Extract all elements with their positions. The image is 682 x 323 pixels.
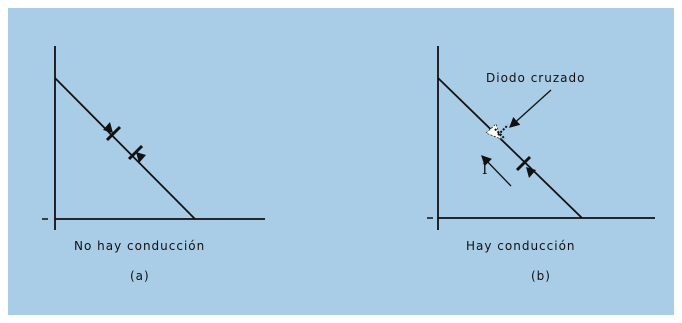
- crossed-diode: [485, 123, 509, 140]
- current-arrow: [481, 155, 512, 187]
- sublabel-b: (b): [531, 269, 551, 283]
- diode-down-a: [103, 122, 122, 142]
- sublabel-a: (a): [130, 269, 150, 283]
- annotation-label: Diodo cruzado: [486, 71, 586, 85]
- diode-up-a: [127, 144, 146, 163]
- load-line-b: [437, 77, 583, 219]
- current-label: I: [482, 162, 489, 178]
- diode-up-b: [515, 155, 536, 178]
- pointer-arrow: [509, 89, 552, 128]
- load-line-a: [54, 77, 196, 220]
- diagram-b: [427, 46, 655, 230]
- caption-a: No hay conducción: [74, 239, 206, 253]
- figure-panel: No hay conducción (a) Hay conducción (b)…: [6, 6, 676, 317]
- caption-b: Hay conducción: [466, 239, 576, 253]
- diagram-a: [42, 46, 265, 230]
- diagram-canvas: [42, 46, 655, 230]
